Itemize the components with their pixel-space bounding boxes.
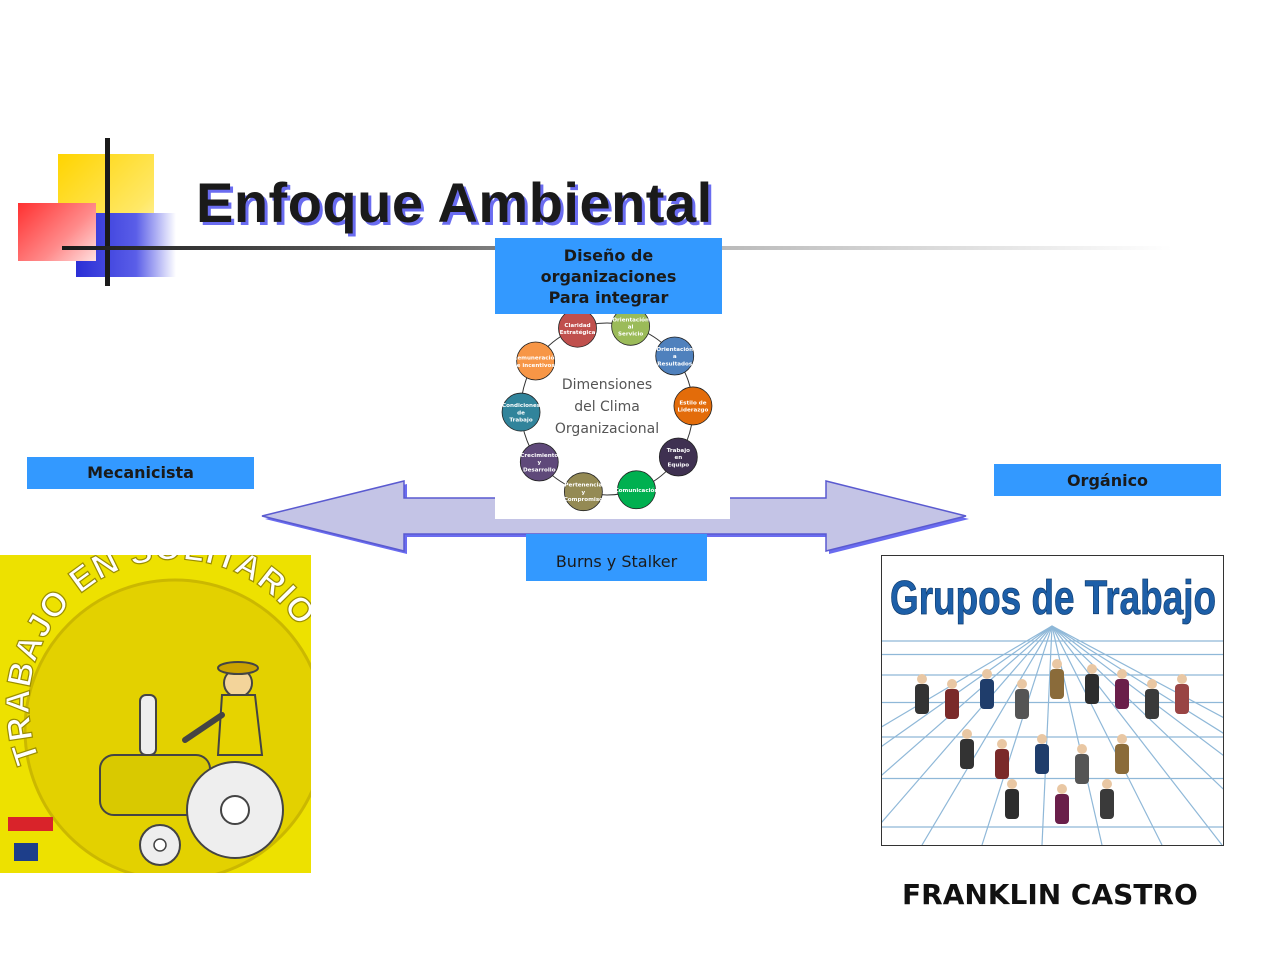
clima-node-label: Estratégica — [560, 329, 596, 336]
avatar — [1005, 779, 1019, 819]
grid-line — [1041, 625, 1053, 845]
clima-node-label: en — [674, 455, 682, 461]
clima-node-label: al — [628, 325, 634, 331]
clima-node-label: de — [517, 410, 525, 416]
work-groups-caption: Grupos de Trabajo — [890, 572, 1216, 625]
clima-node-label: Equipo — [668, 462, 690, 468]
grid-line — [1051, 625, 1223, 734]
diseno-box: Diseño de organizaciones Para integrar — [495, 238, 722, 314]
clima-node-label: Pertenencia — [564, 483, 602, 489]
grid-line — [1051, 625, 1223, 719]
clima-node-label: e incentivos — [517, 363, 556, 369]
diseno-line-3: Para integrar — [548, 288, 669, 307]
diseno-line-2: organizaciones — [540, 267, 677, 286]
clima-node-label: Condiciones — [502, 403, 541, 409]
grid-line — [1051, 625, 1223, 790]
avatar — [1100, 779, 1114, 819]
avatar — [995, 739, 1009, 779]
avatar — [1115, 669, 1129, 709]
avatar — [945, 679, 959, 719]
clima-node-label: Crecimiento — [520, 453, 558, 459]
avatar — [980, 669, 994, 709]
diseno-line-1: Diseño de — [563, 246, 654, 265]
work-groups-image: Grupos de Trabajo — [881, 555, 1224, 846]
burns-stalker-box: Burns y Stalker — [526, 534, 707, 581]
organico-box: Orgánico — [994, 464, 1221, 496]
avatar — [1085, 664, 1099, 704]
clima-node-label: Orientación — [656, 346, 693, 353]
clima-node-circle — [658, 437, 698, 477]
avatar — [1055, 784, 1069, 824]
clima-node-label: Compromiso — [564, 497, 603, 503]
clima-node-label: Desarrollo — [523, 467, 556, 473]
avatar — [1075, 744, 1089, 784]
clima-node-label: y — [582, 490, 586, 496]
clima-node-label: Claridad — [564, 323, 590, 329]
clima-node-label: Orientación — [612, 316, 649, 323]
clima-node-label: Trabajo — [509, 417, 532, 423]
clima-node-label: Remuneración — [513, 355, 558, 362]
work-groups-illustration: Grupos de Trabajo — [882, 556, 1223, 845]
clima-node-label: Estilo de — [679, 401, 706, 407]
grid-line — [882, 625, 1053, 747]
solitary-work-illustration: TRABAJO EN SOLITARIO — [0, 555, 311, 873]
clima-node-label: Servicio — [618, 332, 643, 338]
avatar — [1145, 679, 1159, 719]
grid-line — [1051, 625, 1163, 845]
grid-line — [921, 625, 1053, 845]
decor-red-square — [18, 203, 96, 261]
avatar — [1115, 734, 1129, 774]
clima-center-line: Dimensiones — [562, 377, 652, 393]
clima-node-label: Liderazgo — [677, 408, 708, 414]
avatar — [1050, 659, 1064, 699]
clima-node-label: Comunicación — [615, 487, 659, 494]
clima-node: Comunicación — [615, 470, 659, 510]
clima-node-label: Trabajo — [667, 448, 690, 454]
avatar — [1035, 734, 1049, 774]
grid-line — [882, 625, 1053, 776]
decor-vertical-line — [105, 138, 110, 286]
grid-line — [882, 625, 1053, 728]
avatar — [915, 674, 929, 714]
mecanicista-box: Mecanicista — [27, 457, 254, 489]
grid-line — [882, 625, 1053, 823]
clima-node-circle — [516, 341, 556, 381]
clima-node-label: Resultados — [657, 361, 693, 367]
clima-center-line: Organizacional — [555, 421, 659, 437]
clima-node-circle — [617, 470, 656, 510]
avatar — [1175, 674, 1189, 714]
clima-node-circle — [655, 336, 695, 376]
clima-node-circle — [519, 442, 559, 482]
clima-node-label: a — [673, 354, 677, 360]
clima-node-circle — [501, 392, 541, 432]
grid-line — [981, 625, 1053, 845]
clima-node-circle — [673, 386, 713, 426]
slide-title: Enfoque Ambiental — [196, 171, 713, 234]
author-name: FRANKLIN CASTRO — [902, 878, 1198, 911]
avatar — [960, 729, 974, 769]
clima-center-line: del Clima — [574, 399, 640, 415]
avatar — [1015, 679, 1029, 719]
grid-line — [1051, 625, 1223, 845]
grid-line — [1051, 625, 1223, 756]
solitary-work-image: TRABAJO EN SOLITARIO — [0, 555, 311, 873]
clima-node-circle — [563, 472, 603, 512]
clima-node-label: y — [537, 460, 541, 466]
